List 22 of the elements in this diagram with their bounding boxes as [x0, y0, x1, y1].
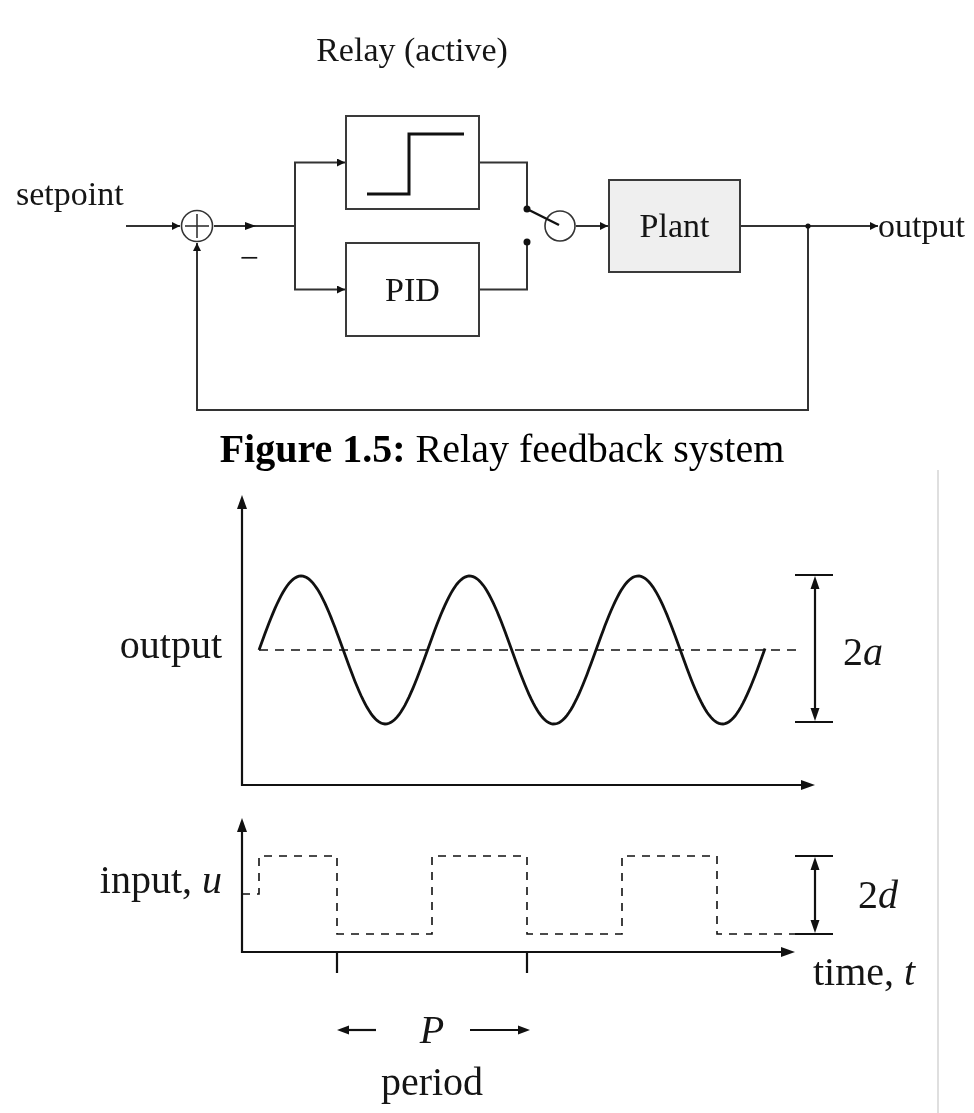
connector-line	[479, 161, 528, 202]
signal-label: setpoint	[16, 174, 124, 214]
arrow	[213, 225, 346, 294]
process-box: PID	[345, 242, 480, 337]
relay-box	[345, 115, 480, 210]
axis-label: time, t	[813, 949, 916, 995]
arrow	[125, 222, 181, 230]
period-label: period	[380, 1059, 484, 1105]
connector-line	[479, 250, 528, 291]
arrow	[575, 222, 609, 230]
amplitude-label: 2d	[858, 872, 898, 918]
axis-label: output	[119, 622, 222, 668]
summing-junction	[180, 209, 214, 243]
period-symbol: P	[419, 1007, 445, 1053]
arrow	[193, 225, 809, 411]
block-title: Relay (active)	[316, 30, 508, 70]
figure-caption: Figure 1.5: Relay feedback system	[219, 426, 785, 472]
minus-sign: −	[239, 238, 259, 278]
amplitude-label: 2a	[843, 629, 883, 675]
process-box: Plant	[608, 179, 741, 273]
axis-label: input, u	[99, 857, 222, 903]
signal-label: output	[878, 206, 965, 246]
